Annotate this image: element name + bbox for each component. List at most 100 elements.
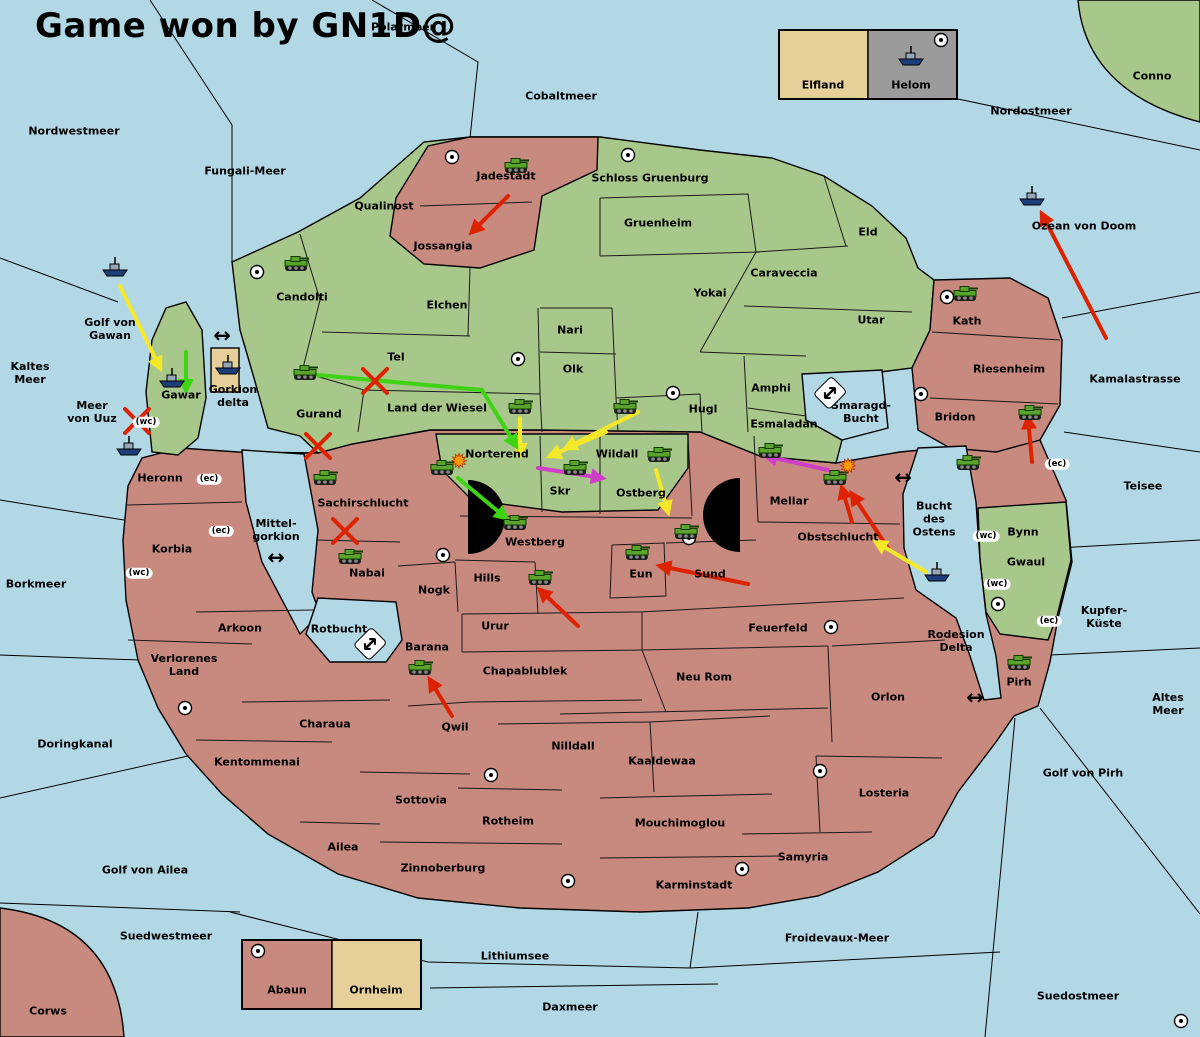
label-qualinost: Qualinost [354,199,414,213]
tank-icon[interactable] [625,545,650,561]
tank-icon[interactable] [823,470,848,486]
label-teisee: Teisee [1123,479,1163,493]
jossangia-region[interactable] [389,136,599,269]
explosion-icon: ✹ [451,449,468,473]
tank-icon[interactable] [1007,655,1032,671]
attack-arrow [536,586,580,628]
label-heronn: Heronn [137,471,183,485]
label-ornheim: Ornheim [349,983,403,997]
label-orlon: Orlon [871,690,905,704]
tank-icon[interactable] [758,443,783,459]
label-kupfer-k-ste: Kupfer- Küste [1080,604,1128,630]
tank-icon[interactable] [674,524,699,540]
tank-icon[interactable] [293,365,318,381]
label-ozean-von-doom: Ozean von Doom [1031,219,1137,233]
city-marker [734,861,750,877]
corws-island[interactable] [0,907,125,1037]
strait-arrow-icon: ↔ [213,323,231,348]
tank-icon[interactable] [1018,405,1043,421]
coast-tag: (wc) [983,578,1011,590]
label-jossangia: Jossangia [413,239,473,253]
tank-icon[interactable] [528,570,553,586]
tank-icon[interactable] [508,399,533,415]
label-jadestadt: Jadestadt [476,169,536,183]
label-karminstadt: Karminstadt [655,878,733,892]
label-charaua: Charaua [299,717,351,731]
ship-icon[interactable] [159,368,185,388]
label-gawar: Gawar [161,388,201,402]
city-marker [620,147,636,163]
label-olk: Olk [562,362,584,376]
attack-arrow [118,284,163,373]
legend-box-elfland [778,29,869,100]
label-qwil: Qwil [441,720,469,734]
tank-icon[interactable] [647,447,672,463]
city-marker [510,351,526,367]
attack-arrow [761,450,830,472]
coast-tag: (ec) [1036,615,1062,627]
label-tel: Tel [387,350,405,364]
city-marker [1173,1013,1189,1029]
label-pirh: Pirh [1006,675,1032,689]
label-eun: Eun [629,567,653,581]
city-marker [250,943,266,959]
label-sachirschlucht: Sachirschlucht [317,496,409,510]
tank-icon[interactable] [613,399,638,415]
label-doringkanal: Doringkanal [37,737,113,751]
label-kamalastrasse: Kamalastrasse [1089,372,1181,386]
label-kaltes-meer: Kaltes Meer [10,360,50,386]
label-westberg: Westberg [505,535,565,549]
label-gurand: Gurand [296,407,342,421]
tank-icon[interactable] [503,515,528,531]
tank-icon[interactable] [563,460,588,476]
tank-icon[interactable] [953,286,978,302]
label-neu-rom: Neu Rom [676,670,732,684]
label-hugl: Hugl [688,402,718,416]
legend-frame-bottom [241,939,422,1010]
city-marker [560,873,576,889]
coast-tag: (ec) [1044,458,1070,470]
attack-arrow [871,539,928,574]
attack-arrow [545,430,608,459]
label-hills: Hills [473,571,501,585]
city-marker [913,386,929,402]
city-marker [444,149,460,165]
label-utar: Utar [857,313,885,327]
label-arkoon: Arkoon [218,621,262,635]
conno-island[interactable] [1077,0,1200,123]
legend-boxes [241,29,958,1010]
tank-icon[interactable] [956,455,981,471]
label-cobaltmeer: Cobaltmeer [525,89,597,103]
tank-icon[interactable] [430,460,455,476]
ship-icon[interactable] [116,436,142,456]
label-ailea: Ailea [327,840,359,854]
tank-icon[interactable] [284,256,309,272]
label-lithiumsee: Lithiumsee [480,949,550,963]
ship-icon[interactable] [215,355,241,375]
ship-icon[interactable] [102,257,128,277]
ship-icon[interactable] [924,562,950,582]
label-nabai: Nabai [349,566,385,580]
tank-icon[interactable] [504,158,529,174]
tank-icon[interactable] [338,549,363,565]
tank-icon[interactable] [313,470,338,486]
label-golf-von-gawan: Golf von Gawan [84,316,136,342]
ship-icon[interactable] [898,46,924,66]
ship-icon[interactable] [1019,186,1045,206]
label-samyria: Samyria [777,850,829,864]
label-golf-von-ailea: Golf von Ailea [101,863,189,877]
attack-arrow [654,468,673,517]
canal-gate-left [468,480,505,554]
label-skr: Skr [549,484,571,498]
city-marker [812,763,828,779]
city-marker [823,619,839,635]
label-yokai: Yokai [693,286,727,300]
label-altes-meer: Altes Meer [1152,691,1184,717]
label-feuerfeld: Feuerfeld [748,621,808,635]
attack-arrow [427,675,454,718]
tank-icon[interactable] [408,660,433,676]
city-marker [435,547,451,563]
bucht-des-ostens-bay [902,445,1002,701]
